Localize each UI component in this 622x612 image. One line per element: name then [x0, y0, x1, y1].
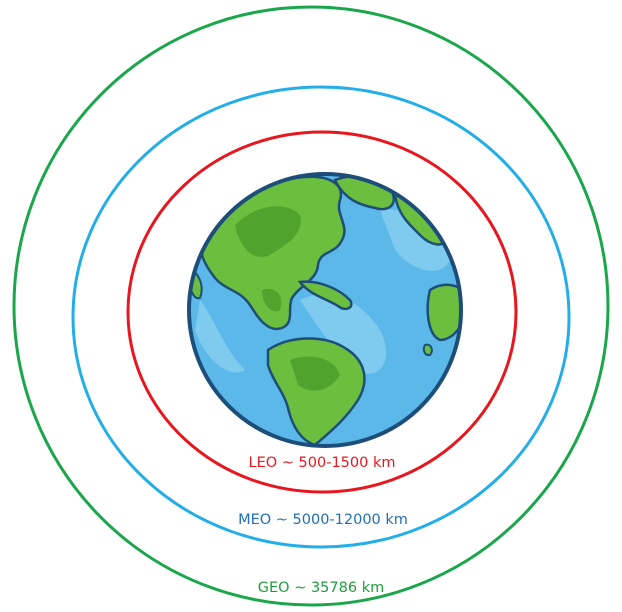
geo-orbit-ring	[12, 5, 610, 607]
earth-globe	[187, 172, 463, 448]
meo-label: MEO ~ 5000-12000 km	[238, 512, 408, 528]
meo-orbit-ring	[71, 85, 571, 549]
geo-label: GEO ~ 35786 km	[258, 580, 384, 596]
leo-orbit-ring	[126, 130, 518, 494]
leo-label: LEO ~ 500-1500 km	[249, 455, 396, 471]
